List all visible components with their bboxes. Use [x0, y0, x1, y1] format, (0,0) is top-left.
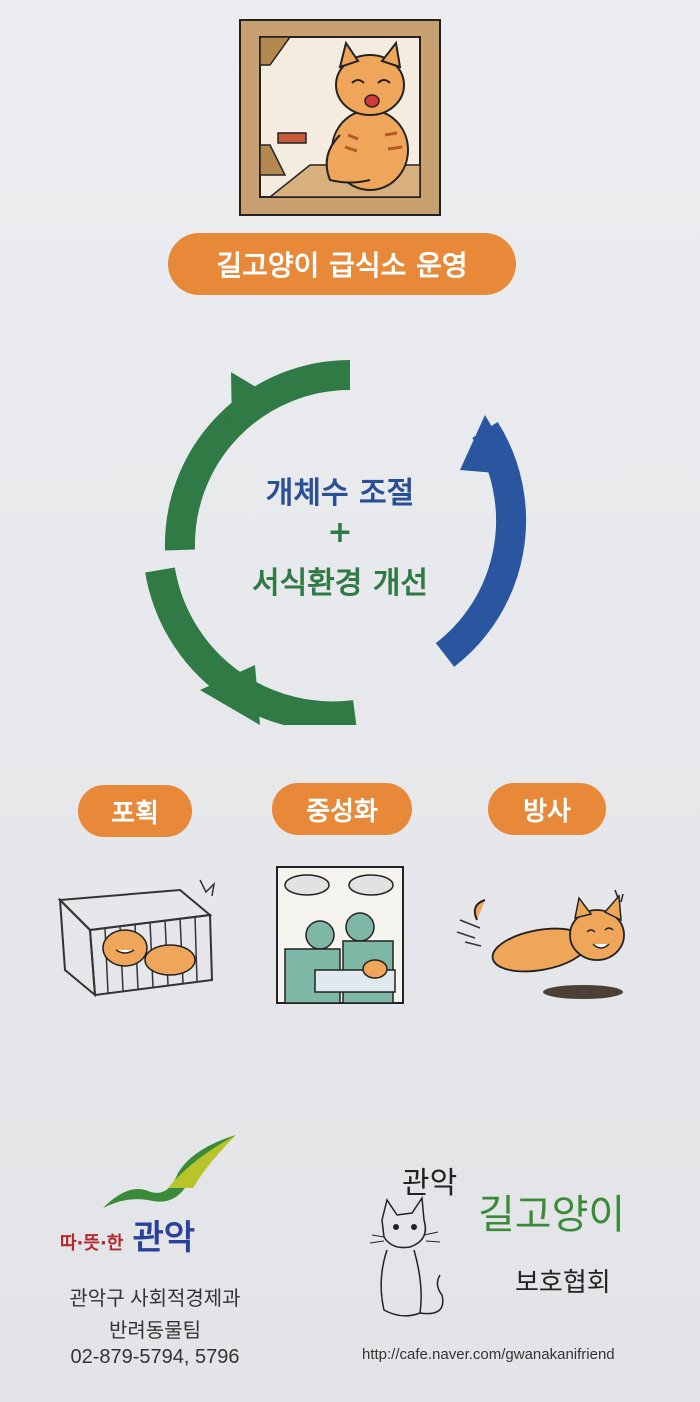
cycle-text-plus: +: [327, 515, 353, 550]
step-neuter-label: 중성화: [306, 796, 378, 827]
gwanak-brand: 따·뜻·한 관악: [60, 1210, 195, 1259]
sketch-cat-icon: [369, 1195, 444, 1317]
gwanak-swoosh-logo: [103, 1135, 236, 1208]
cycle-text-line1: 개체수 조절: [265, 476, 415, 511]
cat-window-illustration: [239, 19, 441, 216]
slogan-text: 따·뜻·한: [60, 1233, 124, 1254]
phone-text: 02-879-5794, 5796: [70, 1346, 240, 1368]
org-name-part3: 보호협회: [515, 1268, 611, 1298]
cycle-text-line2: 서식환경 개선: [251, 566, 429, 601]
cycle-diagram: [145, 360, 527, 725]
department-text: 관악구 사회적경제과: [69, 1288, 241, 1310]
team-text: 반려동물팀: [109, 1320, 201, 1342]
step-capture-label: 포획: [111, 798, 159, 829]
step-release-badge: 방사: [488, 783, 606, 835]
org-name-part1: 관악: [402, 1166, 458, 1201]
page-title: 길고양이 급식소 운영: [216, 249, 468, 282]
cat-cage-illustration: [57, 879, 216, 998]
cafe-url-link[interactable]: http://cafe.naver.com/gwanakanifriend: [362, 1346, 615, 1363]
org-name-part2: 길고양이: [478, 1192, 626, 1238]
surgery-illustration: [276, 866, 404, 1004]
step-release-label: 방사: [523, 796, 571, 827]
step-capture-badge: 포획: [78, 785, 192, 837]
brand-text: 관악: [132, 1218, 196, 1258]
step-neuter-badge: 중성화: [272, 783, 412, 835]
title-badge: 길고양이 급식소 운영: [168, 233, 516, 295]
running-cat-illustration: [456, 889, 625, 999]
